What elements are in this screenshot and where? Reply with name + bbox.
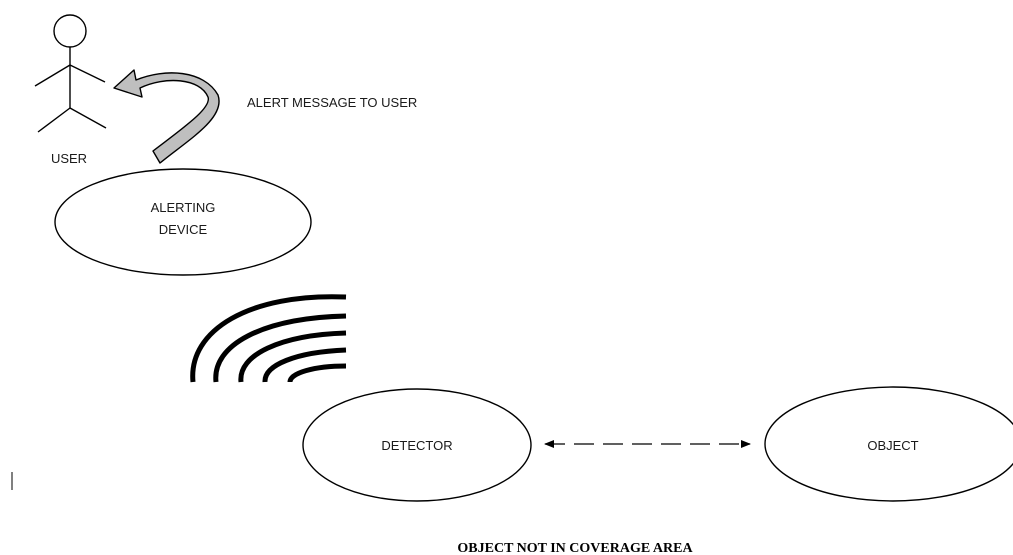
curved-arrow-icon <box>113 69 220 164</box>
object-label: OBJECT <box>867 438 918 453</box>
detector-node <box>302 388 532 502</box>
alert-message-label: ALERT MESSAGE TO USER <box>247 95 417 110</box>
object-node <box>764 386 1013 502</box>
diagram-caption: OBJECT NOT IN COVERAGE AREA <box>457 541 693 555</box>
alerting-device-node <box>54 168 312 276</box>
alerting-device-label-line2: DEVICE <box>159 222 208 237</box>
alerting-device-label-line1: ALERTING <box>151 200 216 215</box>
detector-label: DETECTOR <box>381 438 452 453</box>
wireless-signal-icon <box>190 294 347 383</box>
stick-figure-icon <box>34 14 107 133</box>
user-label: USER <box>51 151 87 166</box>
